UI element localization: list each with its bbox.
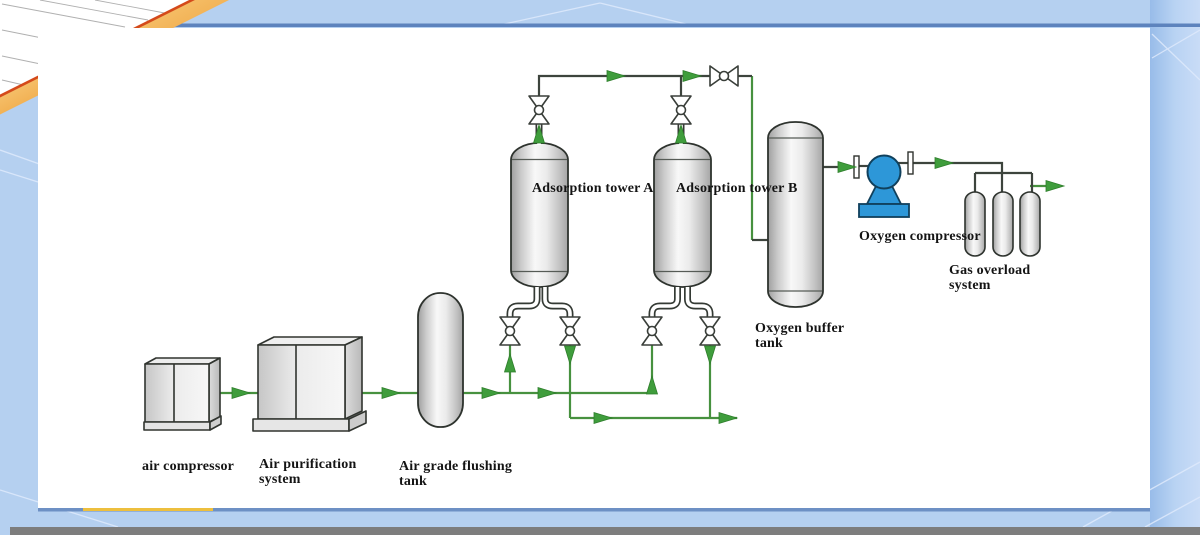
flow-arrows [231,69,1066,425]
tower-b-inlet-valve [641,316,663,346]
flow-arrow [381,386,402,400]
flow-arrow [934,156,955,170]
tower-a-vent-valve [559,316,581,346]
gas-cylinder-2 [992,191,1014,257]
label-flushing-tank-line2: tank [399,474,428,489]
air-purification-system [252,336,367,432]
flow-arrow [231,386,252,400]
air-purification-side [344,336,363,420]
gas-overload-system [964,191,1041,257]
air-purification-base-side [348,410,367,432]
air-compressor-base [143,421,211,431]
flow-arrow [837,160,858,174]
bottom-gray-bar [10,527,1200,535]
right-margin [1150,0,1200,535]
white-canvas [38,28,1150,508]
air-purification-front [257,344,346,420]
label-tower-a: Adsorption tower A [532,181,654,196]
tower-a-inlet-valve [499,316,521,346]
label-buffer-tank-line2: tank [755,336,784,351]
canvas-shadow [38,508,1150,512]
flow-arrow [537,386,558,400]
flow-arrow-up [674,123,688,144]
flow-arrow-up [645,374,659,395]
label-flushing-tank-line1: Air grade flushing [399,459,513,474]
flow-arrow [606,69,627,83]
flow-arrow [718,411,739,425]
air-compressor-front [144,363,210,423]
top-rule [148,23,1200,27]
label-tower-b: Adsorption tower B [676,181,798,196]
dark-pipes [537,74,1034,242]
adsorption-tower-a [510,142,569,288]
label-air-purification-line1: Air purification [259,457,357,472]
flow-arrow [481,386,502,400]
label-air-purification: Air purification system [259,457,356,487]
label-gas-overload-line2: system [949,278,991,293]
flow-arrow-down [563,345,577,366]
tower-b-vent-valve [699,316,721,346]
air-grade-flushing-tank [417,292,464,428]
air-purification-base [252,418,350,432]
label-buffer-tank: Oxygen buffer tank [755,321,844,351]
compressor-pump-body [866,154,902,190]
oxygen-compressor [853,151,914,218]
air-compressor-base-side [209,415,222,431]
label-gas-overload: Gas overload system [949,263,1030,293]
air-compressor-side [208,357,221,423]
oxygen-buffer-tank [767,121,824,308]
adsorption-tower-b [653,142,712,288]
label-air-compressor: air compressor [142,459,235,474]
flow-arrow-up [532,123,546,144]
gas-cylinder-3 [1019,191,1041,257]
label-air-purification-line2: system [259,472,301,487]
pipe-top-header [537,74,710,96]
flow-arrow [682,69,703,83]
product-line-valve [709,65,739,87]
flow-arrow-up [503,352,517,373]
compressor-outlet-flange [907,151,914,175]
red-edge-top [125,0,195,35]
compressor-base [858,203,910,218]
label-gas-overload-line1: Gas overload [949,263,1031,278]
buffer-tank-shell [767,121,824,308]
tower-b-shell [653,142,712,288]
flow-arrow-down [703,345,717,366]
tower-a-shell [510,142,569,288]
gas-cylinder-1 [964,191,986,257]
label-flushing-tank: Air grade flushing tank [399,459,512,489]
yellow-underline [83,508,213,511]
label-buffer-tank-line1: Oxygen buffer [755,321,845,336]
flow-arrow [1045,179,1066,193]
air-compressor-top [144,357,221,365]
flow-arrow [593,411,614,425]
label-oxygen-compressor: Oxygen compressor [859,229,981,244]
air-compressor [143,357,222,431]
